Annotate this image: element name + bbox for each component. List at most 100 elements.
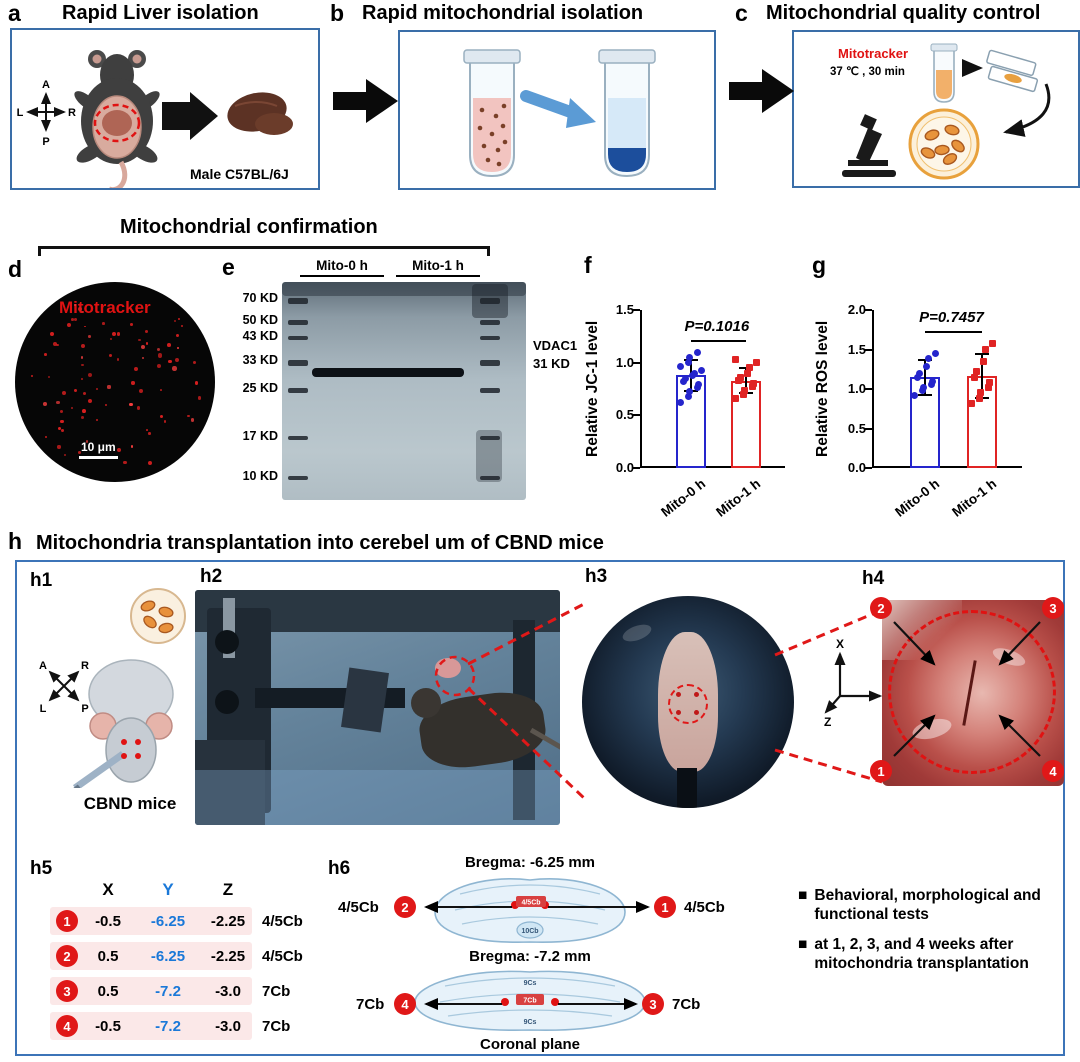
compass-h1-br: P — [81, 703, 88, 715]
y-tick — [633, 467, 640, 469]
y-tick-label: 2.0 — [847, 302, 866, 317]
bar — [967, 376, 997, 468]
h6-right1-label: 4/5Cb — [684, 899, 725, 916]
compass-h1-bl: L — [40, 703, 47, 715]
y-tick — [633, 309, 640, 311]
mito-dot — [180, 324, 184, 328]
compass-a-left: L — [17, 107, 24, 119]
mito-dot — [95, 387, 99, 391]
bullet-1: ■ Behavioral, morphological and function… — [798, 886, 1060, 925]
compass-a-up: A — [42, 79, 50, 91]
mito-dot — [30, 374, 33, 377]
h1-label: h1 — [30, 570, 53, 591]
mito-dot — [131, 381, 135, 385]
confirmation-bracket — [38, 246, 490, 256]
row3-y: -7.2 — [155, 983, 181, 1000]
summary-bullets: ■ Behavioral, morphological and function… — [798, 886, 1060, 974]
row2-region: 4/5Cb — [262, 948, 303, 965]
panel-c-title: Mitochondrial quality control — [766, 2, 1041, 24]
h4-dashed-circle — [888, 610, 1056, 774]
data-point — [741, 386, 749, 394]
mito-dot — [58, 427, 62, 431]
site-badge-2: 2 — [870, 597, 892, 619]
mito-dot — [116, 358, 120, 361]
y-tick — [865, 348, 872, 351]
coronal-plane-caption: Coronal plane — [479, 1036, 580, 1053]
mito-dot — [145, 429, 148, 432]
mito-dot — [175, 357, 180, 363]
microscope-icon — [842, 114, 896, 177]
h5-header-y: Y — [162, 880, 174, 899]
row3-z: -3.0 — [215, 983, 241, 1000]
coronal-section-2: 9Cs 7Cb 9Cs — [414, 970, 646, 1032]
vdac1-kd: 31 KD — [533, 356, 570, 371]
data-point — [920, 383, 927, 391]
blue-arrow — [520, 90, 582, 120]
panel-h-letter: h — [8, 528, 23, 554]
h6-left2-label: 7Cb — [356, 996, 385, 1013]
mito-dot — [66, 322, 72, 327]
mito-dot — [52, 341, 57, 347]
compass-h1: A R L P — [39, 660, 89, 715]
mw-17: 17 KD — [242, 429, 278, 443]
mito-dot — [60, 419, 64, 424]
microscope-view-photo — [582, 596, 794, 808]
mito-dot — [172, 366, 177, 371]
panel-g-letter: g — [812, 252, 827, 278]
bregma2-label: Bregma: -7.2 mm — [469, 948, 591, 965]
row2-y: -6.25 — [150, 948, 186, 965]
h6-right2-label: 7Cb — [672, 996, 701, 1013]
mito-dot — [85, 440, 89, 443]
mito-dot — [187, 414, 190, 418]
mito-dot — [80, 356, 84, 359]
p-value: P=0.7457 — [919, 309, 984, 327]
mito-dot — [80, 343, 85, 348]
data-point — [977, 389, 984, 397]
panel-a-letter: a — [8, 0, 21, 26]
error-bar — [745, 367, 748, 394]
data-point — [744, 369, 752, 377]
compass-a-right: R — [68, 107, 76, 119]
mouse-head-topview — [72, 659, 174, 788]
mw-50: 50 KD — [242, 313, 278, 327]
h6-badge-4: 4 — [394, 993, 416, 1015]
plot-area — [640, 310, 785, 468]
mito-dot — [81, 310, 84, 314]
mito-dot — [81, 416, 85, 420]
mito-dot — [111, 331, 116, 336]
mito-dot — [104, 404, 108, 407]
mito-dot — [107, 385, 111, 389]
mito-dot — [108, 353, 112, 357]
data-point — [753, 359, 761, 367]
y-tick-label: 0.5 — [615, 407, 634, 423]
row1-y: -6.25 — [150, 913, 186, 930]
arrow-mouse-to-liver — [162, 92, 218, 140]
data-point — [980, 357, 987, 365]
lane-label-mito1: Mito-1 h — [396, 258, 480, 277]
data-point — [739, 390, 747, 398]
mito-dot — [130, 323, 134, 326]
h6-left1-label: 4/5Cb — [338, 899, 379, 916]
mito-dot — [116, 332, 121, 336]
mito-dot — [81, 377, 84, 380]
mito-dot — [57, 445, 61, 449]
plot-area — [872, 310, 1022, 468]
mito-dot — [197, 396, 202, 400]
mito-dot — [73, 303, 77, 307]
data-point — [684, 392, 692, 400]
mito-dot — [83, 325, 86, 328]
mito-dot — [71, 407, 74, 410]
mito-dot — [129, 402, 133, 407]
surgical-site — [435, 658, 461, 678]
tube-homogenate — [463, 49, 521, 178]
data-point — [732, 356, 740, 363]
row1-z: -2.25 — [210, 913, 246, 930]
target-dashed-circle — [668, 684, 708, 724]
blue-arrow-head — [566, 98, 596, 128]
mito-dot — [168, 360, 172, 364]
data-point — [989, 339, 996, 347]
mw-33: 33 KD — [242, 353, 278, 367]
row4-badge: 4 — [56, 1015, 78, 1037]
